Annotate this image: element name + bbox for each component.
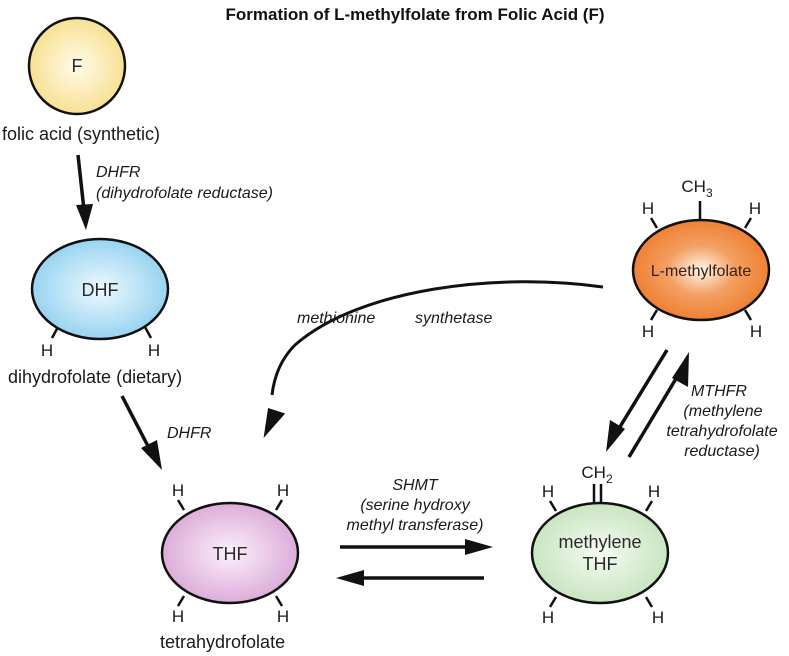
enzyme-dhfr-1-full: (dihydrofolate reductase) (96, 185, 273, 202)
methylene-thf-h-bottom-left: H (542, 608, 554, 627)
diagram-title: Formation of L-methylfolate from Folic A… (225, 5, 604, 24)
arrow-l-methylfolate-to-methylene-thf (606, 349, 669, 452)
methylene-thf-ellipse (530, 501, 670, 605)
enzyme-mthfr-full-3: reductase) (684, 443, 760, 460)
folic-acid-node: F (27, 16, 127, 116)
methylene-thf-h-top-left: H (542, 482, 554, 501)
methylene-thf-h-bottom-right: H (652, 608, 664, 627)
dhf-ellipse (30, 237, 170, 341)
enzyme-mthfr-full-1: (methylene (683, 403, 762, 420)
methylene-thf-line1: methylene (558, 532, 641, 552)
l-methylfolate-node: CH3 L-methylfolate H H H H (631, 177, 771, 341)
methylene-thf-line2: THF (583, 554, 618, 574)
l-methylfolate-h-bottom-left: H (642, 322, 654, 341)
thf-ellipse (160, 501, 300, 605)
enzyme-shmt-name: SHMT (392, 477, 439, 494)
l-methylfolate-h-top-left: H (642, 199, 654, 218)
thf-h-bottom-right: H (277, 607, 289, 626)
arrow-folic-to-dhf (76, 154, 93, 230)
dhf-h-right: H (148, 341, 160, 360)
enzyme-methionine-label: methionine (297, 310, 375, 327)
folic-acid-circle (27, 16, 127, 116)
l-methylfolate-h-bottom-right: H (750, 322, 762, 341)
enzyme-synthetase-label: synthetase (415, 310, 492, 327)
methylene-thf-group: CH2 (581, 463, 613, 486)
methylene-thf-node: CH2 methylene THF H H H H (530, 463, 670, 627)
thf-label: tetrahydrofolate (160, 632, 285, 652)
l-methylfolate-symbol: L-methylfolate (651, 263, 752, 280)
methylene-thf-h-top-right: H (648, 482, 660, 501)
enzyme-dhfr-1-name: DHFR (96, 164, 141, 181)
folic-acid-label: folic acid (synthetic) (2, 124, 160, 144)
dhf-label: dihydrofolate (dietary) (8, 367, 182, 387)
l-methylfolate-group: CH3 (681, 177, 713, 200)
enzyme-mthfr-full-2: tetrahydrofolate (666, 423, 777, 440)
thf-h-top-left: H (172, 481, 184, 500)
arrow-dhf-to-thf (120, 395, 162, 470)
dhf-symbol: DHF (82, 280, 119, 300)
thf-node: THF H H H H (160, 481, 300, 626)
folic-acid-symbol: F (72, 56, 83, 76)
arrow-thf-to-methylene-thf (340, 539, 493, 555)
thf-h-top-right: H (277, 481, 289, 500)
arrow-methylene-thf-to-thf (336, 570, 484, 586)
l-methylfolate-ellipse (631, 218, 771, 322)
thf-symbol: THF (213, 544, 248, 564)
dhf-h-left: H (41, 341, 53, 360)
enzyme-shmt-full-2: methyl transferase) (347, 517, 484, 534)
thf-h-bottom-left: H (172, 607, 184, 626)
arrow-methylene-thf-to-l-methylfolate (627, 352, 689, 458)
enzyme-dhfr-2-name: DHFR (167, 425, 212, 442)
enzyme-shmt-full-1: (serine hydroxy (360, 497, 470, 514)
dhf-node: DHF H H (30, 237, 170, 360)
l-methylfolate-h-top-right: H (749, 199, 761, 218)
enzyme-mthfr-name: MTHFR (691, 383, 747, 400)
arrow-methionine-synthetase (263, 280, 604, 439)
